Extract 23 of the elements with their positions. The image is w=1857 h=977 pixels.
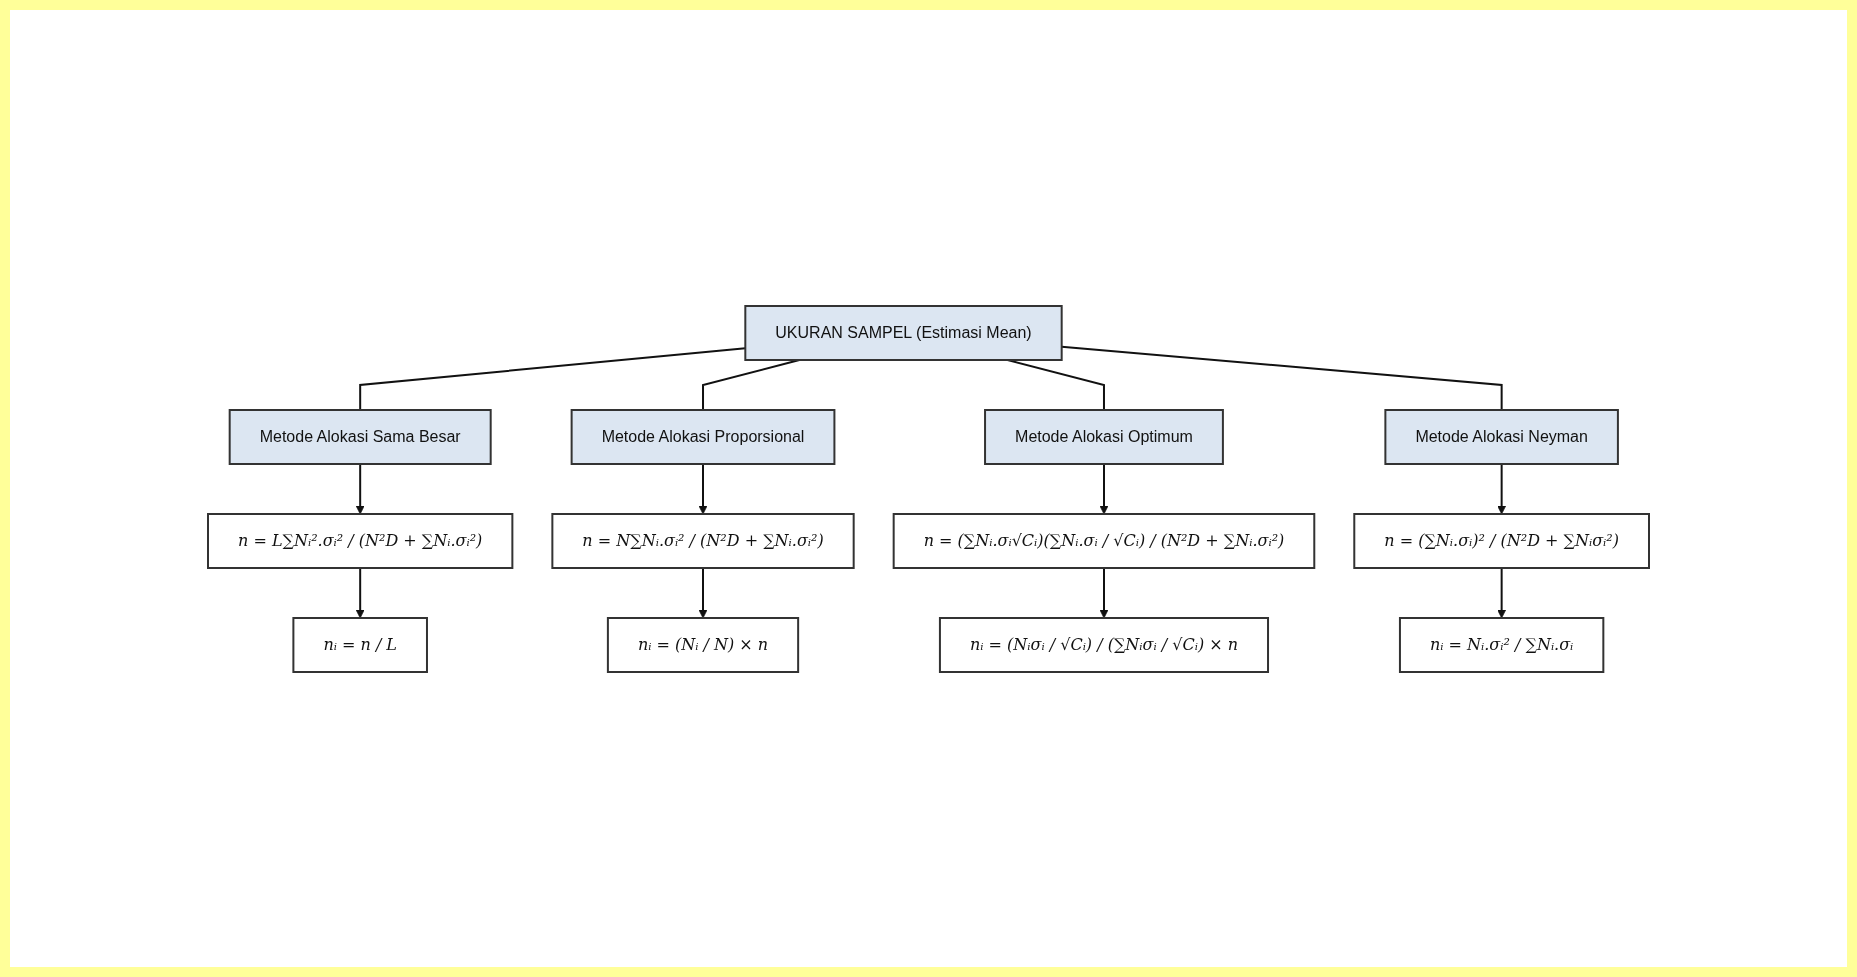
node-box: n = L∑Nᵢ².σᵢ² / (N²D + ∑Nᵢ.σᵢ²) [207, 512, 514, 569]
node-box: n = (∑Nᵢ.σᵢ√Cᵢ)(∑Nᵢ.σᵢ / √Cᵢ) / (N²D + ∑Nᵢ.σᵢ²) [892, 512, 1316, 569]
node-box: nᵢ = (Nᵢσᵢ / √Cᵢ) / (∑Nᵢσᵢ / √Cᵢ) × n [938, 616, 1269, 673]
node-box: nᵢ = Nᵢ.σᵢ² / ∑Nᵢ.σᵢ [1398, 616, 1605, 673]
node-box: n = (∑Nᵢ.σᵢ)² / (N²D + ∑Nᵢσᵢ²) [1353, 512, 1650, 569]
arrow [1497, 566, 1507, 618]
arrow [355, 566, 365, 618]
arrow [355, 462, 365, 514]
connector [702, 358, 801, 411]
arrow [1099, 566, 1109, 618]
node-box: nᵢ = (Nᵢ / N) × n [606, 616, 800, 673]
arrow [1497, 462, 1507, 514]
connector [1006, 358, 1105, 411]
arrow [698, 566, 708, 618]
arrow [1099, 462, 1109, 514]
node-box: Metode Alokasi Proporsional [570, 408, 836, 465]
node-box: nᵢ = n / L [292, 616, 428, 673]
node-box: n = N∑Nᵢ.σᵢ² / (N²D + ∑Nᵢ.σᵢ²) [551, 512, 855, 569]
node-box: Metode Alokasi Neyman [1384, 408, 1619, 465]
node-box: Metode Alokasi Sama Besar [228, 408, 492, 465]
node-box: UKURAN SAMPEL (Estimasi Mean) [744, 304, 1063, 361]
arrow [698, 462, 708, 514]
node-box: Metode Alokasi Optimum [984, 408, 1224, 465]
